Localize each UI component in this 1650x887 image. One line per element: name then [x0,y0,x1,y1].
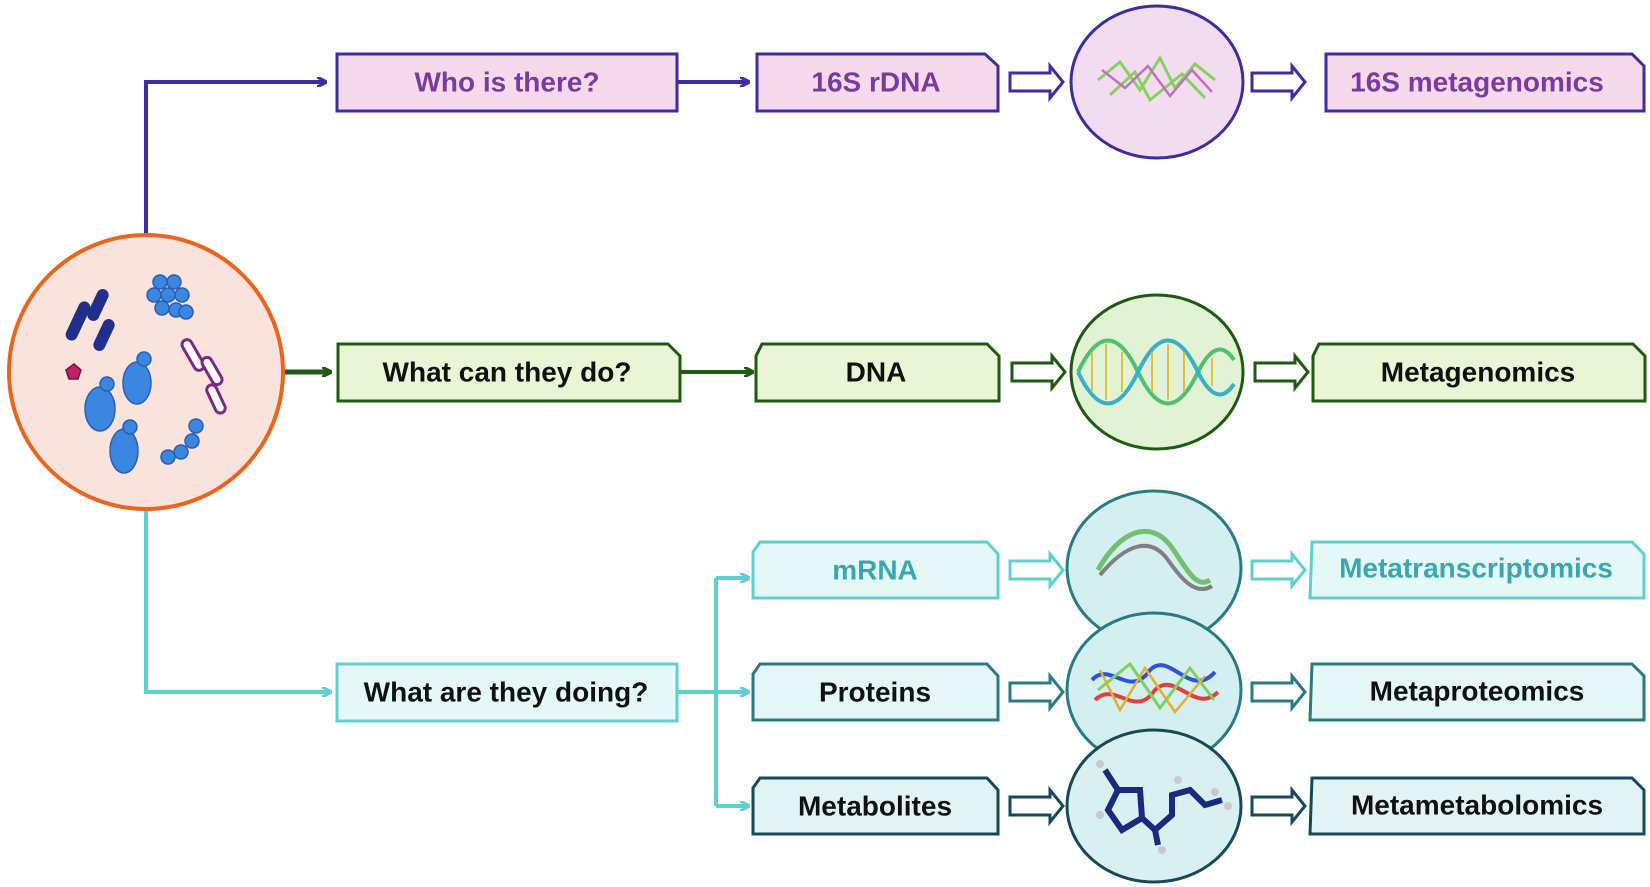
16s-rdna-structure-icon [1069,4,1245,160]
method-box-proteins [1308,662,1646,722]
bacilli-outline-icon [180,338,227,415]
mrna-structure-icon [1065,489,1243,647]
question-box-doing [335,662,679,723]
method-what-can: Metagenomics [1381,357,1576,388]
question-who: Who is there? [414,67,599,98]
double-arrow-what-can-2 [1253,351,1310,393]
question-what-can: What can they do? [383,357,632,388]
molecule-box-proteins [751,662,1000,722]
double-arrow-mrna-1 [1008,549,1065,591]
double-arrow-metabolites-2 [1250,785,1307,827]
method-who: 16S metagenomics [1350,67,1604,98]
method-box-metabolites [1308,776,1646,836]
method-box-who [1324,52,1646,113]
connectors [144,82,752,806]
method-box-what-can [1311,342,1647,403]
double-arrow-metabolites-1 [1008,785,1065,827]
double-arrow-what-can-1 [1010,351,1067,393]
microbial-community-circle [7,233,285,511]
double-arrow-proteins-2 [1250,671,1307,713]
method-proteins: Metaproteomics [1370,676,1585,707]
row-doing: What are they doing? mRNA Metatranscript… [335,489,1646,884]
method-mrna: Metatranscriptomics [1339,553,1613,584]
question-doing: What are they doing? [364,677,649,708]
yeast-icon [84,351,152,474]
double-arrow-proteins-1 [1008,671,1065,713]
molecule-box-metabolites [751,776,1000,836]
rod-bacteria-icon [65,289,115,351]
dna-helix-icon [1069,293,1245,451]
streptococci-icon [160,418,204,465]
method-metabolites: Metametabolomics [1351,790,1603,821]
connector-who [144,82,325,235]
cocci-cluster-icon [146,274,194,320]
virus-icon [65,363,82,380]
row-who: Who is there? 16S rDNA 16S metagenomics [335,4,1646,160]
molecule-proteins: Proteins [819,677,931,708]
double-arrow-who-2 [1250,61,1307,103]
double-arrow-who-1 [1008,61,1065,103]
question-box-who [335,52,679,113]
molecule-who: 16S rDNA [811,67,940,98]
molecule-what-can: DNA [846,357,907,388]
row-what-can: What can they do? DNA Metagenomics [336,293,1647,451]
method-box-mrna [1308,540,1646,600]
molecule-metabolites: Metabolites [798,791,952,822]
connector-doing [144,510,330,692]
molecule-box-mrna [751,540,1000,600]
metabolite-molecule-icon [1065,728,1243,884]
double-arrow-mrna-2 [1250,549,1307,591]
molecule-box-what-can [754,342,1001,403]
molecule-mrna: mRNA [832,555,918,586]
question-box-what-can [336,342,682,403]
molecule-box-who [755,52,1000,113]
